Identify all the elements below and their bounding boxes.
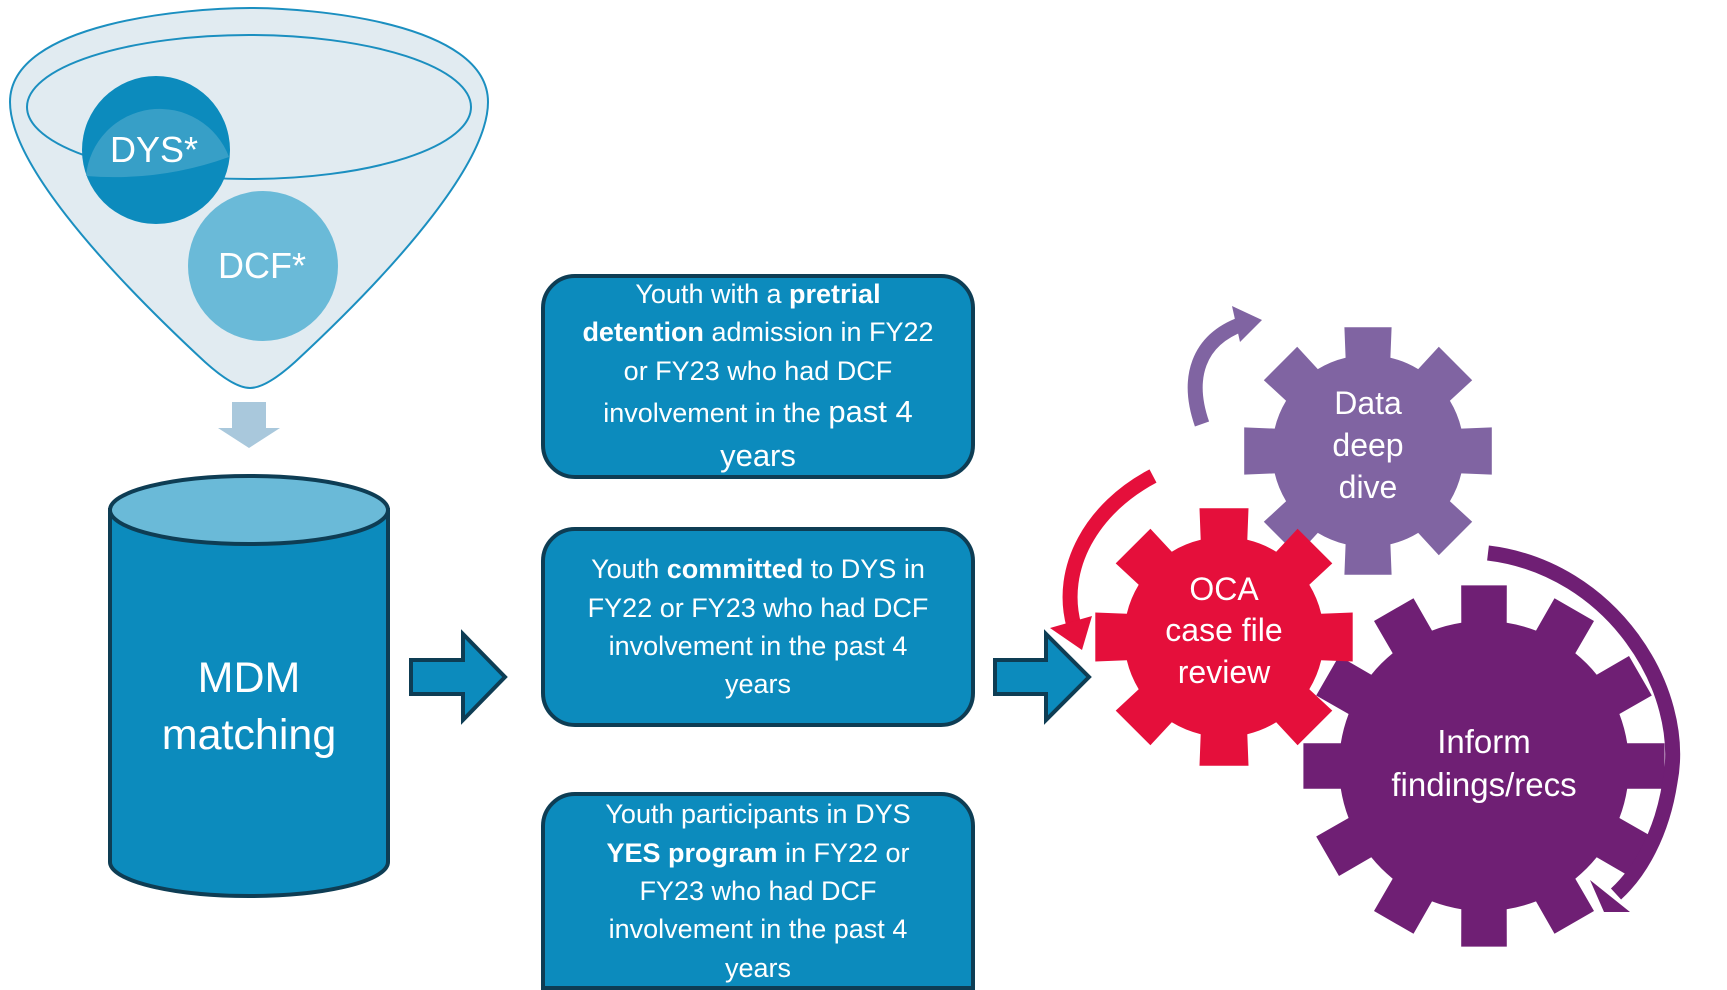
bold-text: pretrial <box>789 279 881 309</box>
curved-arrow-dark-purple <box>1487 545 1681 900</box>
down-arrow <box>218 402 280 448</box>
text-run: FY22 or FY23 who had DCF <box>587 592 929 623</box>
large-text: past 4 <box>828 393 913 429</box>
database-top <box>108 474 390 546</box>
text-run: to DYS in <box>803 554 925 585</box>
box-text: Youth committed to DYS in FY22 or FY23 w… <box>588 550 929 703</box>
arrow-to-boxes <box>409 629 508 725</box>
bold-text: committed <box>666 554 804 585</box>
committed-box: Youth committed to DYS in FY22 or FY23 w… <box>541 527 975 727</box>
arrow-to-gears <box>993 629 1092 725</box>
database-label-line1: MDM <box>198 654 301 702</box>
text-run: years <box>724 669 792 700</box>
text-run: Youth with a <box>635 279 790 309</box>
bold-text: detention <box>582 317 704 348</box>
data-deep-dive-gear: Data deep dive <box>1244 327 1492 575</box>
gear-label-line: case file <box>1165 612 1282 648</box>
gear-label-line: review <box>1178 654 1271 690</box>
gear-shape <box>1244 327 1492 575</box>
text-run: admission in FY22 <box>703 317 934 348</box>
large-text: years <box>720 438 796 473</box>
dys-label: DYS* <box>110 129 198 170</box>
text-run: FY23 who had DCF <box>639 875 877 906</box>
curved-arrow-dark-purple-head <box>1590 880 1630 912</box>
pretrial-detention-box: Youth with a pretrial detention admissio… <box>541 274 975 479</box>
gear-shape <box>1303 585 1665 947</box>
box-text: Youth with a pretrial detention admissio… <box>582 278 934 475</box>
text-run: involvement in the <box>603 397 829 428</box>
database-label-line2: matching <box>162 711 336 759</box>
gear-label-line: dive <box>1339 469 1398 505</box>
curved-arrow-red <box>1062 469 1157 628</box>
gear-label-line: findings/recs <box>1391 766 1576 803</box>
rim-overlap-region <box>86 108 229 178</box>
text-run: or FY23 who had DCF <box>623 355 893 386</box>
oca-review-gear: OCA case file review <box>1095 508 1353 766</box>
text-run: involvement in the past 4 <box>608 914 908 945</box>
text-run: in FY22 or <box>777 837 910 868</box>
box-text: Youth participants in DYS YES program in… <box>605 796 911 986</box>
yes-program-box: Youth participants in DYS YES program in… <box>541 792 975 990</box>
mdm-database: MDM matching <box>108 474 390 898</box>
funnel: DYS* DCF* <box>8 6 490 390</box>
curved-arrow-light-purple-head <box>1232 306 1262 342</box>
dcf-label: DCF* <box>218 245 306 286</box>
text-run: involvement in the past 4 <box>608 631 908 661</box>
database-body <box>108 508 390 898</box>
gear-label-line: Inform <box>1437 723 1531 760</box>
text-run: Youth <box>591 554 667 585</box>
bold-text: YES program <box>606 837 778 868</box>
gear-label-line: OCA <box>1189 571 1259 607</box>
gear-label-line: Data <box>1334 385 1402 421</box>
curved-arrow-light-purple <box>1187 316 1245 427</box>
text-run: years <box>724 952 792 983</box>
dcf-circle <box>188 191 338 341</box>
gear-shape <box>1095 508 1353 766</box>
curved-arrow-red-head <box>1050 616 1092 650</box>
text-run: Youth participants in DYS <box>605 799 911 830</box>
gear-label-line: deep <box>1332 427 1403 463</box>
inform-findings-gear: Inform findings/recs <box>1303 585 1665 947</box>
